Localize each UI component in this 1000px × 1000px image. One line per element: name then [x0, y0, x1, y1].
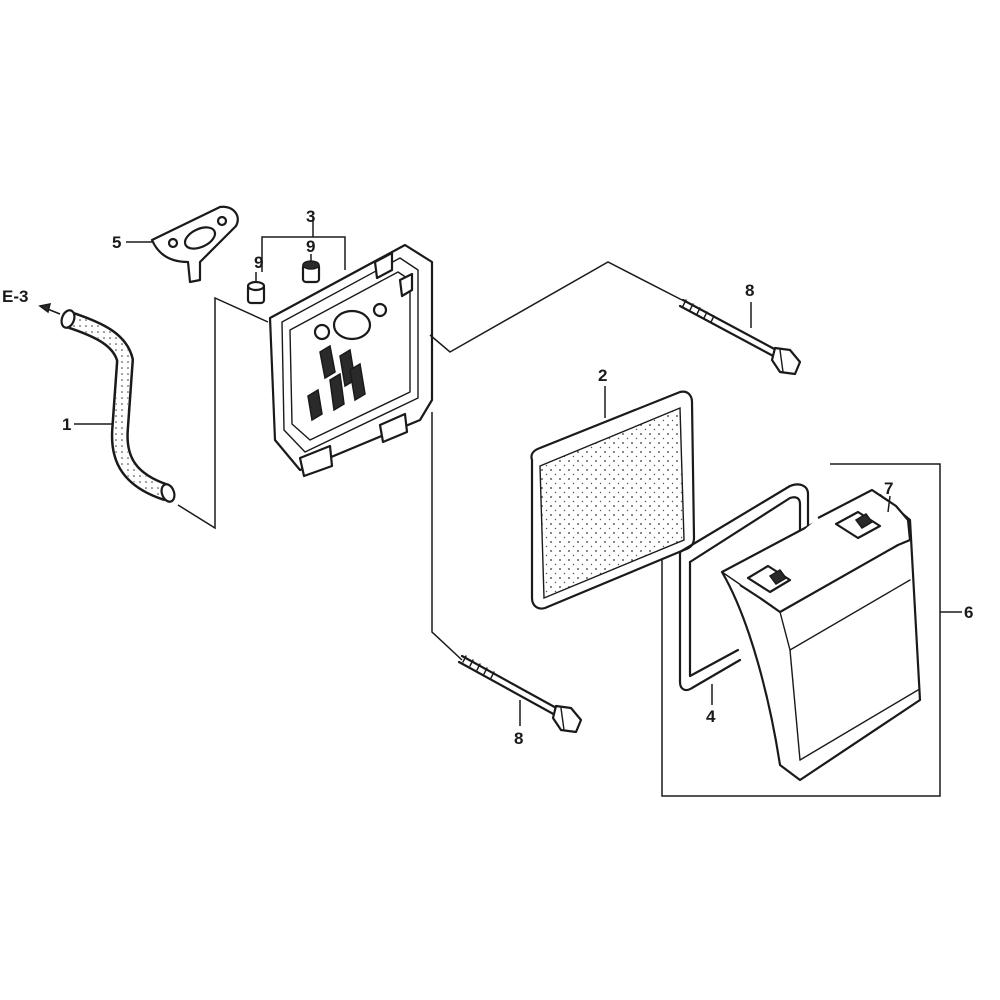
- callout-6: 6: [964, 603, 973, 622]
- leader-bolt-bottom: [431, 412, 463, 661]
- callout-8a: 8: [745, 281, 754, 300]
- part-1-breather-tube: [38, 296, 269, 530]
- callout-2: 2: [598, 366, 607, 385]
- part-4-seal: [678, 483, 810, 705]
- callout-5: 5: [112, 233, 121, 252]
- callout-8b: 8: [514, 729, 523, 748]
- part-8-bolt-top: [678, 298, 802, 376]
- part-2-filter-element: [530, 390, 696, 610]
- callout-4: 4: [706, 707, 716, 726]
- part-3-air-cleaner-case: [268, 243, 434, 478]
- part-8-bolt-bottom: [457, 654, 583, 734]
- leader-bolt-top: [429, 261, 683, 353]
- callout-3: 3: [306, 207, 315, 226]
- callout-9b: 9: [306, 237, 315, 256]
- part-5-gasket: [150, 205, 239, 284]
- part-9-bushing-b: [301, 260, 321, 284]
- callout-9a: 9: [254, 253, 263, 272]
- bracket-6: [661, 463, 941, 797]
- part-7-cover: [720, 488, 922, 782]
- callout-7: 7: [884, 479, 893, 498]
- leader-3-9: [255, 216, 346, 282]
- part-9-bushing-a: [246, 280, 266, 305]
- reference-e3: E-3: [2, 287, 28, 306]
- callout-1: 1: [62, 415, 71, 434]
